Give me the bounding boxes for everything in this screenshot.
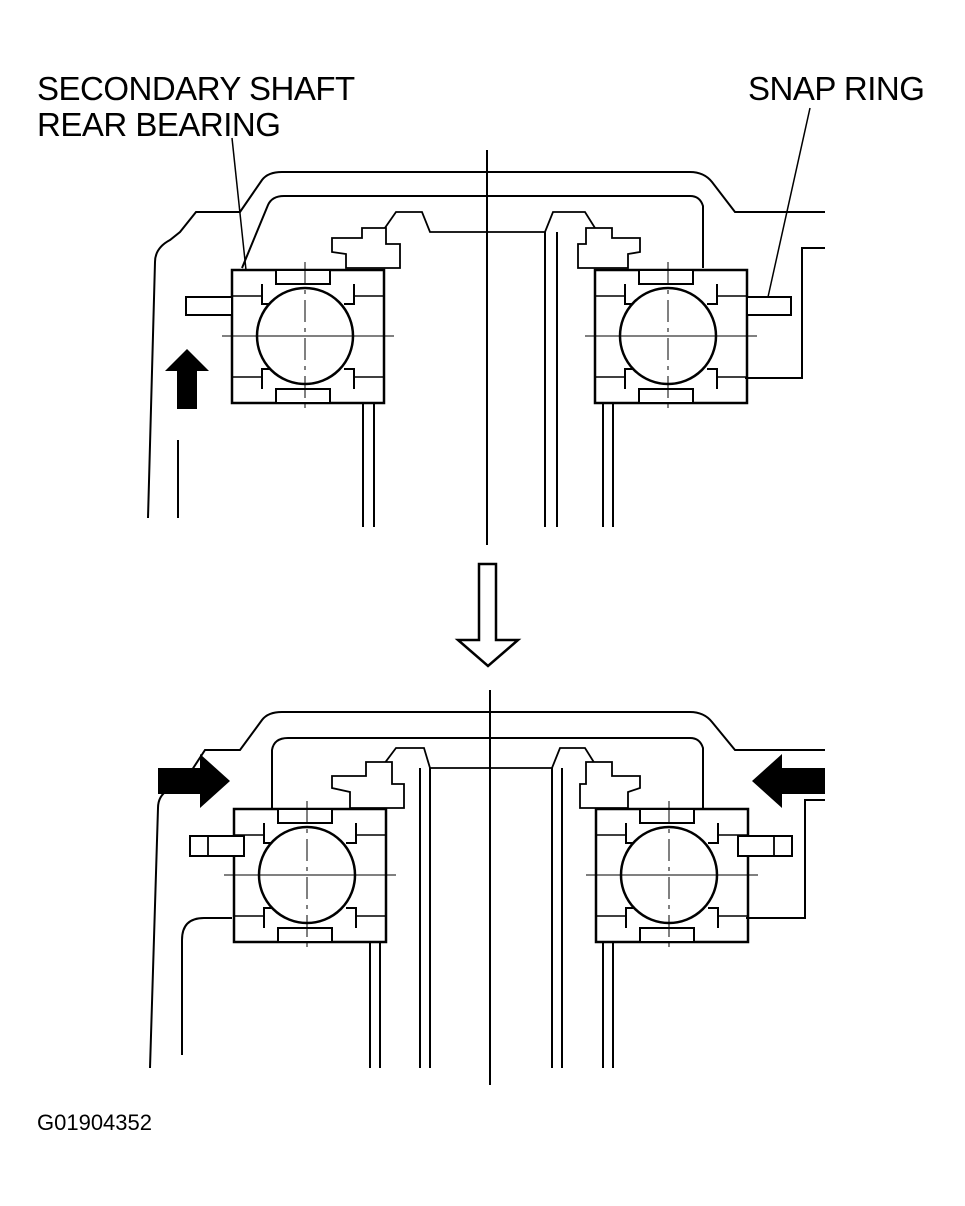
top-view — [148, 108, 825, 545]
bottom-view — [150, 690, 825, 1085]
arrow-up-icon — [165, 349, 209, 409]
hollow-down-arrow-icon — [458, 564, 518, 666]
arrow-right-icon — [158, 754, 230, 808]
bearing-label-line1: SECONDARY SHAFT — [37, 70, 355, 107]
label-snap-ring: SNAP RING — [748, 70, 925, 107]
arrow-left-icon — [752, 754, 825, 808]
figure-id: G01904352 — [37, 1110, 152, 1135]
bearing-label-line2: REAR BEARING — [37, 106, 281, 143]
